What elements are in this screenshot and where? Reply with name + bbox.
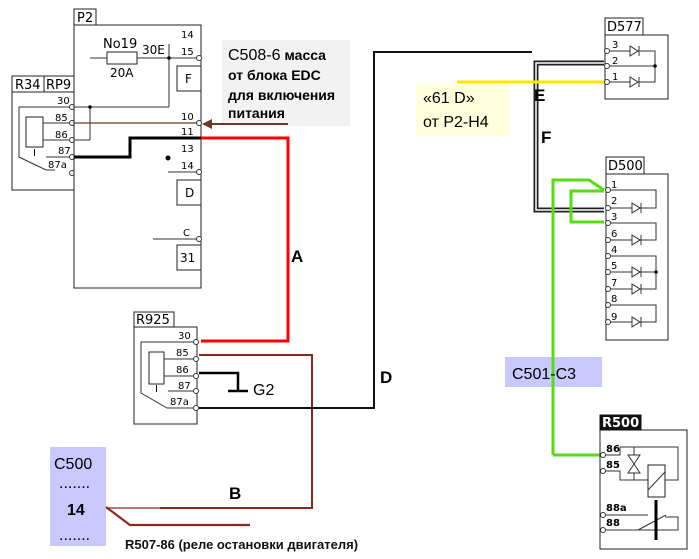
diode-icon [631,283,642,295]
c500-dots-bottom: ....... [59,527,90,544]
c500-note-bg [50,447,106,546]
wire-b-label: B [229,484,241,503]
r925-pin-87a: 87a [170,397,189,408]
c508-note-line3: для включения [228,87,335,103]
c501-label: C501-C3 [512,366,576,383]
r925-title: R925 [136,313,170,328]
diode-icon [631,202,642,214]
relay-r34: R34 RP9 I 30 85 86 87 87a [11,75,75,191]
diode-pack-d500: D500 1 2 3 6 4 5 7 8 9 [605,156,669,341]
note-61d-bg [416,84,510,136]
r34-pin-87: 87 [58,146,71,157]
p2-pin-14-top: 14 [181,30,194,41]
svg-text:6: 6 [611,229,617,240]
svg-text:8: 8 [611,294,617,305]
r925-pin-85: 85 [176,348,189,359]
wire-f-label: F [541,128,551,147]
p2-pin-15: 15 [181,47,194,58]
r925-pin-30: 30 [178,331,191,342]
p2-block-f [176,65,202,92]
wire-a-label: A [291,247,303,266]
p2-pin-c: C [183,228,190,239]
suppression-diode-icon [627,454,641,465]
svg-text:31: 31 [180,251,195,265]
c508-note-line2: от блока EDC [228,67,321,83]
diode-icon [629,76,639,88]
c500-title: C500 [54,456,92,473]
r500-title: R500 [602,416,639,431]
wire-d [199,51,532,409]
c508-note-bg [222,40,350,126]
r34-title: R34 [15,78,41,93]
fuse-no19 [106,51,138,65]
c500-dots-top: ....... [59,475,90,492]
r925-pin-86: 86 [176,365,189,376]
wire-d-label: D [380,368,392,387]
r34-pin-87a: 87a [48,160,67,171]
p2-junction-dot [165,155,171,161]
note-61d-line2: от P2-H4 [423,114,489,131]
svg-text:88a: 88a [606,503,627,514]
wire-b [160,354,313,509]
diode-icon [629,45,639,57]
wire-c501-c3 [551,178,605,457]
wire-a [201,136,290,343]
diode-icon [631,316,642,328]
r925-pin-87: 87 [178,381,191,392]
wire-b-branch-r507 [105,506,250,527]
fuse-rating: 20A [110,66,134,80]
svg-text:4: 4 [611,245,617,256]
r925-coil [148,351,165,385]
wire-r925-86-to-g2 [199,371,240,391]
fuse-name: No19 [103,37,137,52]
fuse-terminal: 30E [142,43,165,57]
d500-title: D500 [608,159,643,174]
svg-text:F: F [185,72,192,86]
svg-text:3: 3 [612,40,618,51]
c508-note-line4: питания [228,105,285,121]
p2-pin-13: 13 [181,144,194,155]
r34-pin-30: 30 [57,96,70,107]
r507-caption: R507-86 (реле остановки двигателя) [125,537,358,552]
r34-coil-mark: I [33,148,36,159]
ground-label: G2 [253,382,274,399]
svg-text:7: 7 [611,278,617,289]
wire-r34-87-to-p2-11 [74,136,201,159]
svg-text:3: 3 [611,212,617,223]
fuse-box-p2: P2 No19 20A 30E 14 15 10 11 13 14 C F D … [73,8,202,289]
wire-e-label: E [534,86,545,105]
d577-title: D577 [607,20,642,35]
p2-block-31 [176,244,202,271]
p2-pin-11: 11 [181,127,194,138]
c500-pin: 14 [67,502,85,519]
p2-title: P2 [77,11,93,26]
svg-text:5: 5 [611,261,617,272]
svg-text:85: 85 [606,460,620,471]
svg-text:86: 86 [606,444,620,455]
svg-text:88: 88 [606,518,620,529]
relay-r925: R925 I 30 85 86 87 87a [133,311,199,425]
svg-text:9: 9 [611,312,617,323]
diode-pack-d577: D577 3 2 1 [604,17,669,100]
svg-text:1: 1 [611,180,617,191]
relay-r500: R500 86 85 88a 88 [599,414,688,550]
svg-text:2: 2 [611,196,617,207]
r34-coil [25,116,44,148]
svg-text:2: 2 [612,56,618,67]
p2-block-d [176,179,202,206]
diode-icon [631,266,642,278]
p2-pin-14: 14 [181,161,194,172]
arrow-c508 [202,119,288,129]
svg-text:D: D [185,186,194,200]
diode-icon [631,234,642,246]
svg-text:1: 1 [612,72,618,83]
r34-pin-86: 86 [55,130,68,141]
note-61d-line1: «61 D» [423,90,475,107]
p2-pin-10: 10 [181,112,194,123]
r34-pin-85: 85 [55,113,68,124]
svg-text:I: I [155,384,158,395]
r34-subtitle: RP9 [46,78,71,93]
